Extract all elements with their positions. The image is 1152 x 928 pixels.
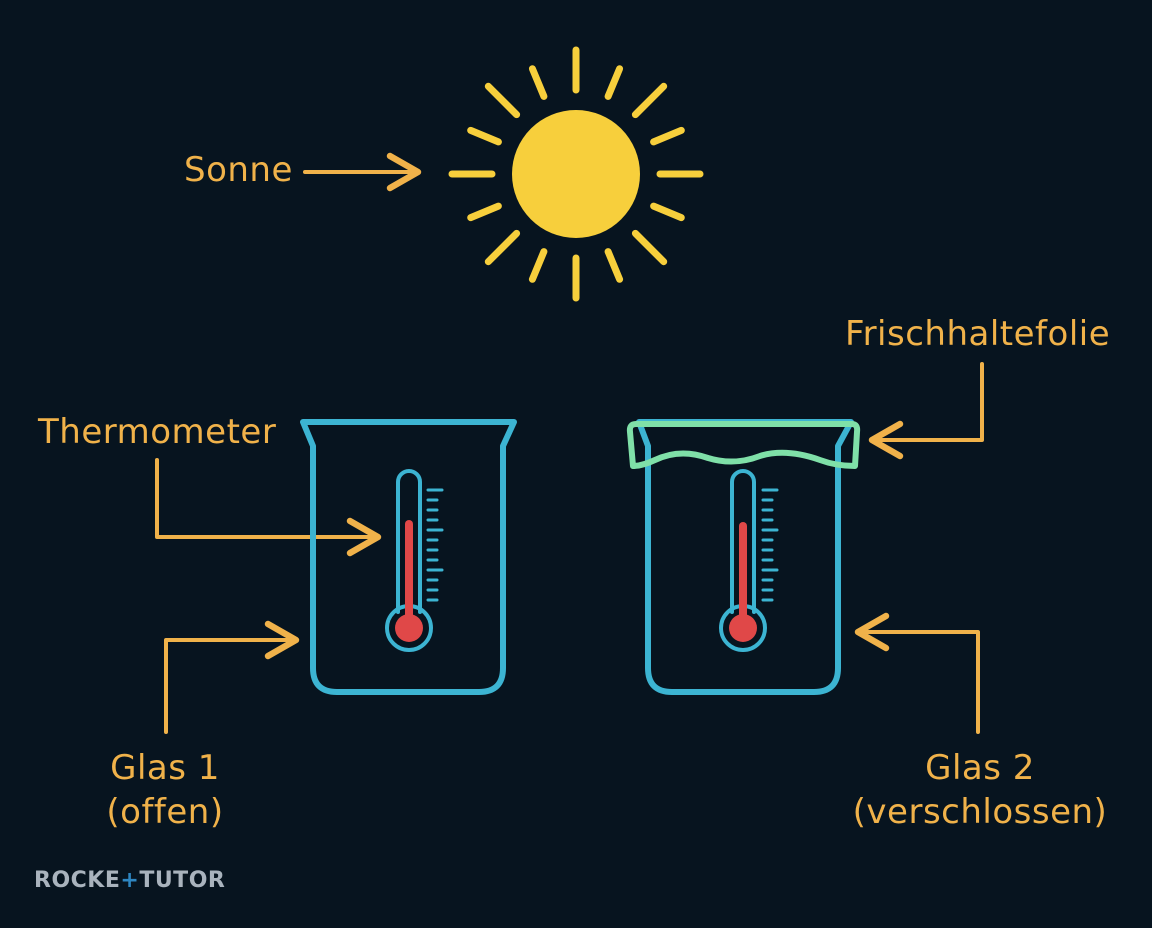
brand-logo: ROCKE+TUTOR [34,868,225,893]
label-glass2-name: Glas 2 [925,748,1035,788]
arrow-glass2 [854,612,980,734]
sun-ray [467,202,502,222]
label-glass1: Glas 1 (offen) [60,746,270,834]
sun-ray [528,248,548,283]
thermometer-icon-2 [719,469,779,652]
thermometer2-tube [730,469,756,614]
sun-icon [448,46,704,302]
arrow-film [868,362,984,460]
sun-disc [512,110,640,238]
film-shape [626,421,861,469]
arrow-thermometer [155,458,382,557]
thermometer1-tube [396,469,422,614]
cling-film [626,421,861,469]
sun-ray [604,248,624,283]
logo-part2: TUTOR [139,868,226,893]
label-glass1-state: (offen) [106,792,224,833]
beaker-icon-glass2 [636,419,854,695]
thermometer2-bulb [729,614,757,642]
sun-rays [448,46,704,302]
thermometer2-mercury [739,522,747,620]
sun-ray [650,202,685,222]
sun-ray [467,126,502,146]
label-thermometer: Thermometer [38,412,277,452]
label-glass2-state: (verschlossen) [852,792,1108,833]
sun-ray [650,126,685,146]
thermometer2-scale [761,488,779,602]
glass2-outline [636,419,854,695]
thermometer-icon-1 [385,469,444,652]
logo-mark: + [120,868,140,893]
thermometer1-bulb [395,614,423,642]
glass1-outline [300,419,517,695]
beaker-icon-glass1 [300,419,517,695]
sun-ray [528,65,548,100]
arrows [155,152,984,734]
sun-ray [484,229,521,266]
sun-ray [631,82,668,119]
label-glass1-name: Glas 1 [110,748,220,788]
label-sun: Sonne [184,150,293,190]
thermometer1-scale [426,488,444,602]
label-cling-film: Frischhaltefolie [845,314,1111,354]
thermometer1-mercury [405,520,413,620]
arrow-glass1 [164,620,300,734]
logo-part1: ROCKE [34,868,121,893]
sun-ray [604,65,624,100]
sun-ray [631,229,668,266]
label-glass2: Glas 2 (verschlossen) [830,746,1130,834]
sun-ray [484,82,521,119]
